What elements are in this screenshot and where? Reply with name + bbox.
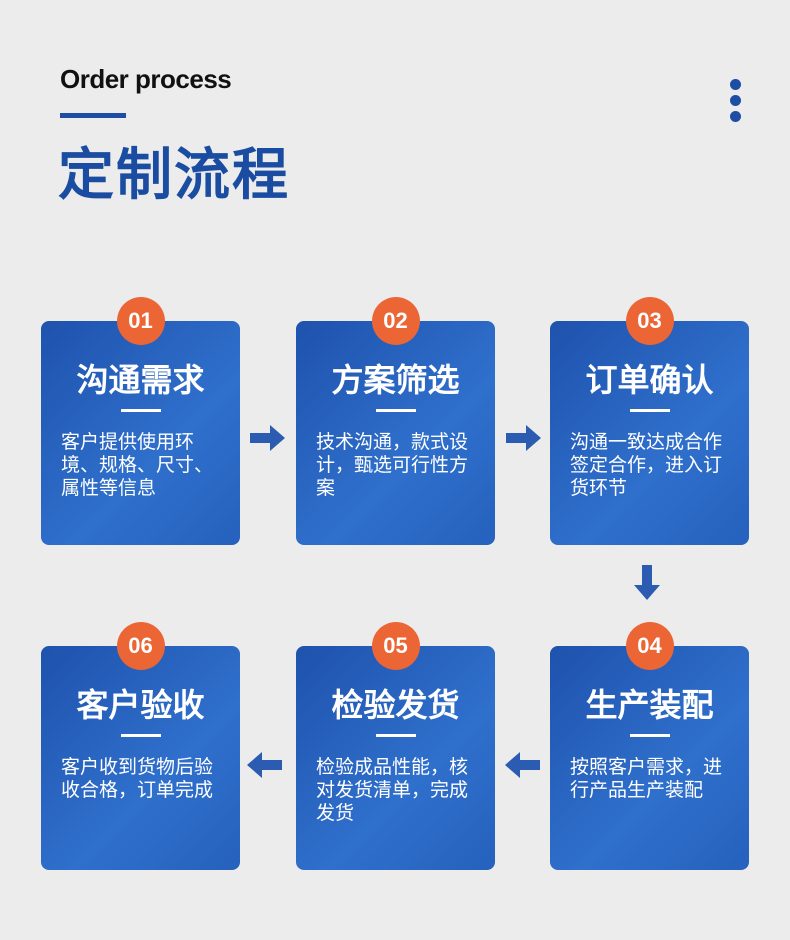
step-card-4: 04 生产装配 按照客户需求，进行产品生产装配 xyxy=(550,622,749,870)
step-card-3: 03 订单确认 沟通一致达成合作签定合作，进入订货环节 xyxy=(550,297,749,545)
divider xyxy=(630,734,670,737)
arrow-down-icon xyxy=(634,565,660,600)
step-number-badge: 04 xyxy=(625,622,674,670)
step-card-6: 06 客户验收 客户收到货物后验收合格，订单完成 xyxy=(41,622,240,870)
step-description: 客户收到货物后验收合格，订单完成 xyxy=(61,756,214,801)
divider xyxy=(121,409,161,412)
step-card-5: 05 检验发货 检验成品性能，核对发货清单，完成发货 xyxy=(296,622,495,870)
step-card-2: 02 方案筛选 技术沟通，款式设计，甄选可行性方案 xyxy=(296,297,495,545)
step-title: 方案筛选 xyxy=(331,361,460,399)
divider xyxy=(121,734,161,737)
step-title: 订单确认 xyxy=(585,361,714,399)
dot xyxy=(730,111,741,122)
dot xyxy=(730,95,741,106)
step-title: 客户验收 xyxy=(76,686,205,724)
step-title: 检验发货 xyxy=(331,686,460,724)
page-title: 定制流程 xyxy=(58,143,290,208)
step-number-badge: 01 xyxy=(116,297,165,345)
step-description: 沟通一致达成合作签定合作，进入订货环节 xyxy=(570,431,723,499)
divider xyxy=(630,409,670,412)
arrow-left-icon xyxy=(247,752,282,778)
dot xyxy=(730,79,741,90)
title-underline xyxy=(60,113,126,118)
arrow-right-icon xyxy=(506,425,541,451)
step-number-badge: 05 xyxy=(371,622,420,670)
step-number-badge: 02 xyxy=(371,297,420,345)
subtitle: Order process xyxy=(60,64,232,94)
step-card-1: 01 沟通需求 客户提供使用环境、规格、尺寸、属性等信息 xyxy=(41,297,240,545)
divider xyxy=(376,734,416,737)
step-number-badge: 03 xyxy=(625,297,674,345)
step-title: 生产装配 xyxy=(585,686,714,724)
step-description: 客户提供使用环境、规格、尺寸、属性等信息 xyxy=(61,431,214,499)
divider xyxy=(376,409,416,412)
step-description: 检验成品性能，核对发货清单，完成发货 xyxy=(316,756,469,824)
step-number-badge: 06 xyxy=(116,622,165,670)
step-title: 沟通需求 xyxy=(76,361,205,399)
step-description: 按照客户需求，进行产品生产装配 xyxy=(570,756,723,801)
arrow-right-icon xyxy=(250,425,285,451)
arrow-left-icon xyxy=(505,752,540,778)
step-description: 技术沟通，款式设计，甄选可行性方案 xyxy=(316,431,469,499)
